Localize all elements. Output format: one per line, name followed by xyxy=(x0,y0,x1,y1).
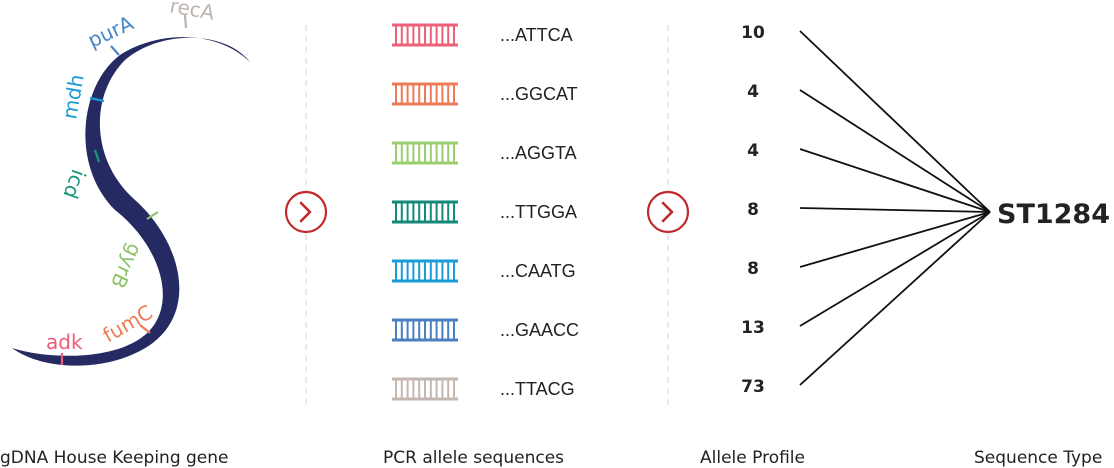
dna-ladder-icon xyxy=(392,377,458,401)
sequence-text: ...GAACC xyxy=(500,320,579,340)
connector-line xyxy=(799,89,991,213)
pcr-sequence-row: ...ATTCA xyxy=(392,23,573,47)
gene-tick-recA xyxy=(183,14,188,29)
allele-number: 73 xyxy=(741,377,765,397)
caption-profile: Allele Profile xyxy=(700,448,805,468)
pcr-sequence-list: ...ATTCA ...GGCAT ...AGGTA ...TTGGA ...CAATG… xyxy=(392,23,579,401)
sequence-type-value: ST1284 xyxy=(997,199,1110,230)
gene-label-icd: icd xyxy=(58,166,91,202)
dna-ladder-icon xyxy=(392,23,458,47)
dna-ladder-icon xyxy=(392,259,458,283)
connector-line xyxy=(799,30,991,213)
dna-ladder-icon xyxy=(392,141,458,165)
caption-pcr: PCR allele sequences xyxy=(383,448,565,468)
connector-line xyxy=(799,148,991,213)
sequence-text: ...TTACG xyxy=(500,379,575,399)
sequence-text: ...TTGGA xyxy=(500,202,577,222)
allele-number: 13 xyxy=(741,318,765,338)
gene-label-adk: adk xyxy=(46,330,83,354)
gene-tick-gyrB xyxy=(146,211,159,220)
arrow-circle-1 xyxy=(284,190,328,234)
gene-label-gyrB: gyrB xyxy=(106,240,147,292)
allele-number: 8 xyxy=(747,200,759,220)
caption-type: Sequence Type xyxy=(974,448,1103,468)
connector-line xyxy=(799,211,991,268)
gene-label-purA: purA xyxy=(84,11,137,53)
allele-number: 4 xyxy=(747,141,759,161)
allele-number: 8 xyxy=(747,259,759,279)
dna-ladder-icon xyxy=(392,82,458,106)
connector-lines xyxy=(799,30,991,386)
gene-tick-mdh xyxy=(89,96,105,103)
pcr-sequence-row: ...GGCAT xyxy=(392,82,578,106)
arrow-circle-2 xyxy=(646,190,690,234)
pcr-sequence-row: ...GAACC xyxy=(392,318,579,342)
pcr-sequence-row: ...AGGTA xyxy=(392,141,577,165)
connector-line xyxy=(799,211,991,327)
sequence-text: ...ATTCA xyxy=(500,25,573,45)
allele-profile-list: 10 4 4 8 8 13 73 xyxy=(741,23,765,397)
chromosome-curve xyxy=(12,37,250,366)
pcr-sequence-row: ...TTACG xyxy=(392,377,575,401)
connector-line xyxy=(799,211,991,386)
gene-label-recA: recA xyxy=(168,0,217,25)
chevron-right-icon xyxy=(299,201,312,223)
sequence-text: ...GGCAT xyxy=(500,84,578,104)
allele-number: 4 xyxy=(747,82,759,102)
pcr-sequence-row: ...TTGGA xyxy=(392,200,577,224)
pcr-sequence-row: ...CAATG xyxy=(392,259,576,283)
sequence-text: ...CAATG xyxy=(500,261,576,281)
connector-line xyxy=(799,207,991,213)
gene-tick-fumC xyxy=(139,324,151,334)
gene-tick-icd xyxy=(93,149,101,163)
gene-ticks xyxy=(60,14,188,365)
sequence-text: ...AGGTA xyxy=(500,143,577,163)
chevron-right-icon xyxy=(661,201,674,223)
dna-ladder-icon xyxy=(392,318,458,342)
gene-label-mdh: mdh xyxy=(57,73,88,121)
allele-number: 10 xyxy=(741,23,765,43)
gene-tick-purA xyxy=(110,45,120,56)
caption-genome: gDNA House Keeping gene xyxy=(0,448,229,468)
dna-ladder-icon xyxy=(392,200,458,224)
